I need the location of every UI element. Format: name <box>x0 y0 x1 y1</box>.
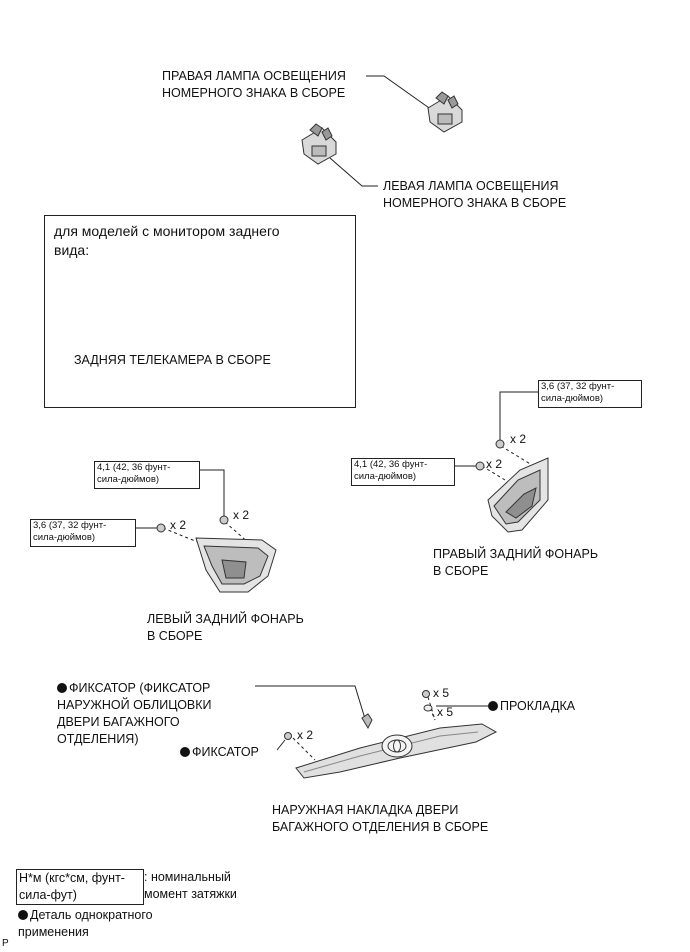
right-tail-lamp-label: ПРАВЫЙ ЗАДНИЙ ФОНАРЬ В СБОРЕ <box>433 547 599 578</box>
corner-mark: P <box>2 938 9 949</box>
legend-torque-unit: Н*м (кгс*см, фунт- сила-фут) <box>16 869 144 905</box>
legend-non-reusable: Деталь однократного применения <box>18 907 153 941</box>
back-door-garnish-part <box>295 723 498 779</box>
qty-gasket: x 5 <box>437 705 454 719</box>
torque-spec-left-upper: 4,1 (42, 36 фунт- сила-дюймов) <box>94 461 200 489</box>
garnish-assy-label: НАРУЖНАЯ НАКЛАДКА ДВЕРИ БАГАЖНОГО ОТДЕЛЕ… <box>272 803 489 834</box>
fasteners <box>156 439 505 740</box>
rear-camera-label: ЗАДНЯЯ ТЕЛЕКАМЕРА В СБОРЕ <box>74 353 271 367</box>
legend-non-reusable-text: Деталь однократного применения <box>18 908 153 939</box>
left-plate-lamp-part <box>301 123 337 165</box>
torque-spec-right-lower: 4,1 (42, 36 фунт- сила-дюймов) <box>351 458 455 486</box>
right-plate-lamp-part <box>427 91 463 133</box>
right-plate-lamp-label: ПРАВАЯ ЛАМПА ОСВЕЩЕНИЯ НОМЕРНОГО ЗНАКА В… <box>162 69 346 100</box>
legend-torque-desc: : номинальный момент затяжки <box>144 870 237 901</box>
qty-right-upper: x 2 <box>510 432 527 446</box>
qty-garnish-nut: x 5 <box>433 686 450 700</box>
torque-spec-left-lower: 3,6 (37, 32 фунт- сила-дюймов) <box>30 519 136 547</box>
clip-callout: ФИКСАТОР <box>180 744 259 761</box>
gasket-label: ПРОКЛАДКА <box>500 699 576 713</box>
left-tail-lamp-label: ЛЕВЫЙ ЗАДНИЙ ФОНАРЬ В СБОРЕ <box>147 612 304 643</box>
qty-left-upper: x 2 <box>233 508 250 522</box>
clip-garnish-label: ФИКСАТОР (ФИКСАТОР НАРУЖНОЙ ОБЛИЦОВКИ ДВ… <box>57 681 212 746</box>
camera-variant-box <box>44 215 356 408</box>
clip-garnish-callout: ФИКСАТОР (ФИКСАТОР НАРУЖНОЙ ОБЛИЦОВКИ ДВ… <box>57 680 212 748</box>
right-tail-lamp-part <box>487 457 549 533</box>
non-reusable-dot-icon <box>57 683 67 693</box>
non-reusable-dot-icon <box>180 747 190 757</box>
non-reusable-dot-icon <box>18 910 28 920</box>
torque-spec-right-upper: 3,6 (37, 32 фунт- сила-дюймов) <box>538 380 642 408</box>
qty-left-lower: x 2 <box>170 518 187 532</box>
camera-variant-title: для моделей с монитором заднего вида: <box>54 223 280 258</box>
non-reusable-dot-icon <box>488 701 498 711</box>
qty-clip: x 2 <box>297 728 314 742</box>
left-tail-lamp-part <box>195 537 277 593</box>
gasket-callout: ПРОКЛАДКА <box>488 698 575 715</box>
left-plate-lamp-label: ЛЕВАЯ ЛАМПА ОСВЕЩЕНИЯ НОМЕРНОГО ЗНАКА В … <box>383 179 567 210</box>
clip-label: ФИКСАТОР <box>192 745 259 759</box>
qty-right-lower: x 2 <box>486 457 503 471</box>
